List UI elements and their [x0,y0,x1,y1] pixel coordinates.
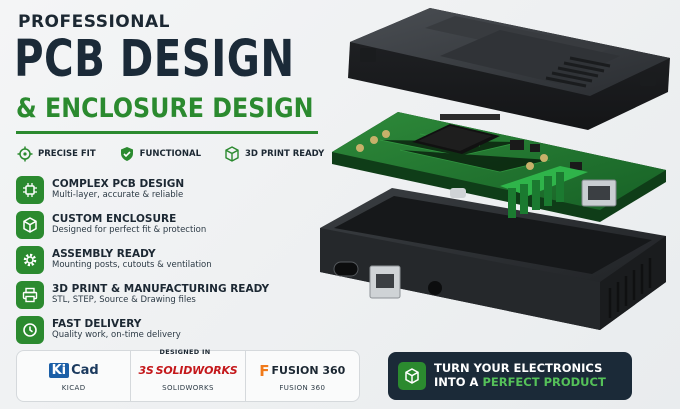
chip-icon [16,175,44,204]
software-caption: KICAD [61,383,86,392]
cta-line-1: TURN YOUR ELECTRONICS [434,361,603,376]
services-list: COMPLEX PCB DESIGN Multi-layer, accurate… [16,172,336,347]
service-fast-delivery: FAST DELIVERY Quality work, on-time deli… [16,312,336,347]
box-icon [398,362,426,390]
software-caption: FUSION 360 [279,383,326,392]
service-title: CUSTOM ENCLOSURE [52,212,177,225]
service-description: Mounting posts, cutouts & ventilation [52,260,212,271]
enclosure-lid [348,8,670,130]
cta-banner: TURN YOUR ELECTRONICS INTO A PERFECT PRO… [388,352,632,400]
clock-icon [16,315,44,344]
feature-label: 3D PRINT READY [245,149,325,159]
cube-icon [223,145,241,163]
kicker-text: PROFESSIONAL [18,12,170,32]
feature-label: PRECISE FIT [38,149,96,159]
service-title: FAST DELIVERY [52,317,142,330]
feature-3d-print-ready: 3D PRINT READY [223,145,324,163]
service-3d-print-manufacturing: 3D PRINT & MANUFACTURING READY STL, STEP… [16,277,336,312]
cta-text: TURN YOUR ELECTRONICS INTO A PERFECT PRO… [434,361,606,390]
service-custom-enclosure: CUSTOM ENCLOSURE Designed for perfect fi… [16,207,336,242]
cta-line-2: INTO A PERFECT PRODUCT [434,375,606,389]
service-title: ASSEMBLY READY [52,247,156,260]
service-description: Designed for perfect fit & protection [52,225,207,236]
pcb-enclosure-illustration [320,8,670,330]
crosshair-icon [16,145,34,163]
software-caption: SOLIDWORKS [162,383,214,392]
pcb-board [332,112,666,222]
service-assembly-ready: ASSEMBLY READY Mounting posts, cutouts &… [16,242,336,277]
service-description: Multi-layer, accurate & reliable [52,190,184,201]
feature-label: FUNCTIONAL [139,149,201,159]
service-description: STL, STEP, Source & Drawing files [52,295,196,306]
service-complex-pcb: COMPLEX PCB DESIGN Multi-layer, accurate… [16,172,336,207]
feature-functional: FUNCTIONAL [118,145,201,163]
subheadline: & ENCLOSURE DESIGN [16,93,314,124]
service-title: COMPLEX PCB DESIGN [52,177,185,190]
title-underline [16,131,318,134]
feature-strip: PRECISE FIT FUNCTIONAL 3D PRINT READY [16,143,338,165]
service-description: Quality work, on-time delivery [52,330,181,341]
box-icon [16,210,44,239]
printer-icon [16,280,44,309]
feature-precise-fit: PRECISE FIT [16,145,96,163]
designed-in-label: DESIGNED IN [159,348,211,356]
enclosure-base [320,188,666,330]
headline: PCB DESIGN [14,30,295,89]
shield-check-icon [118,145,136,163]
gear-icon [16,245,44,274]
service-title: 3D PRINT & MANUFACTURING READY [52,282,270,295]
